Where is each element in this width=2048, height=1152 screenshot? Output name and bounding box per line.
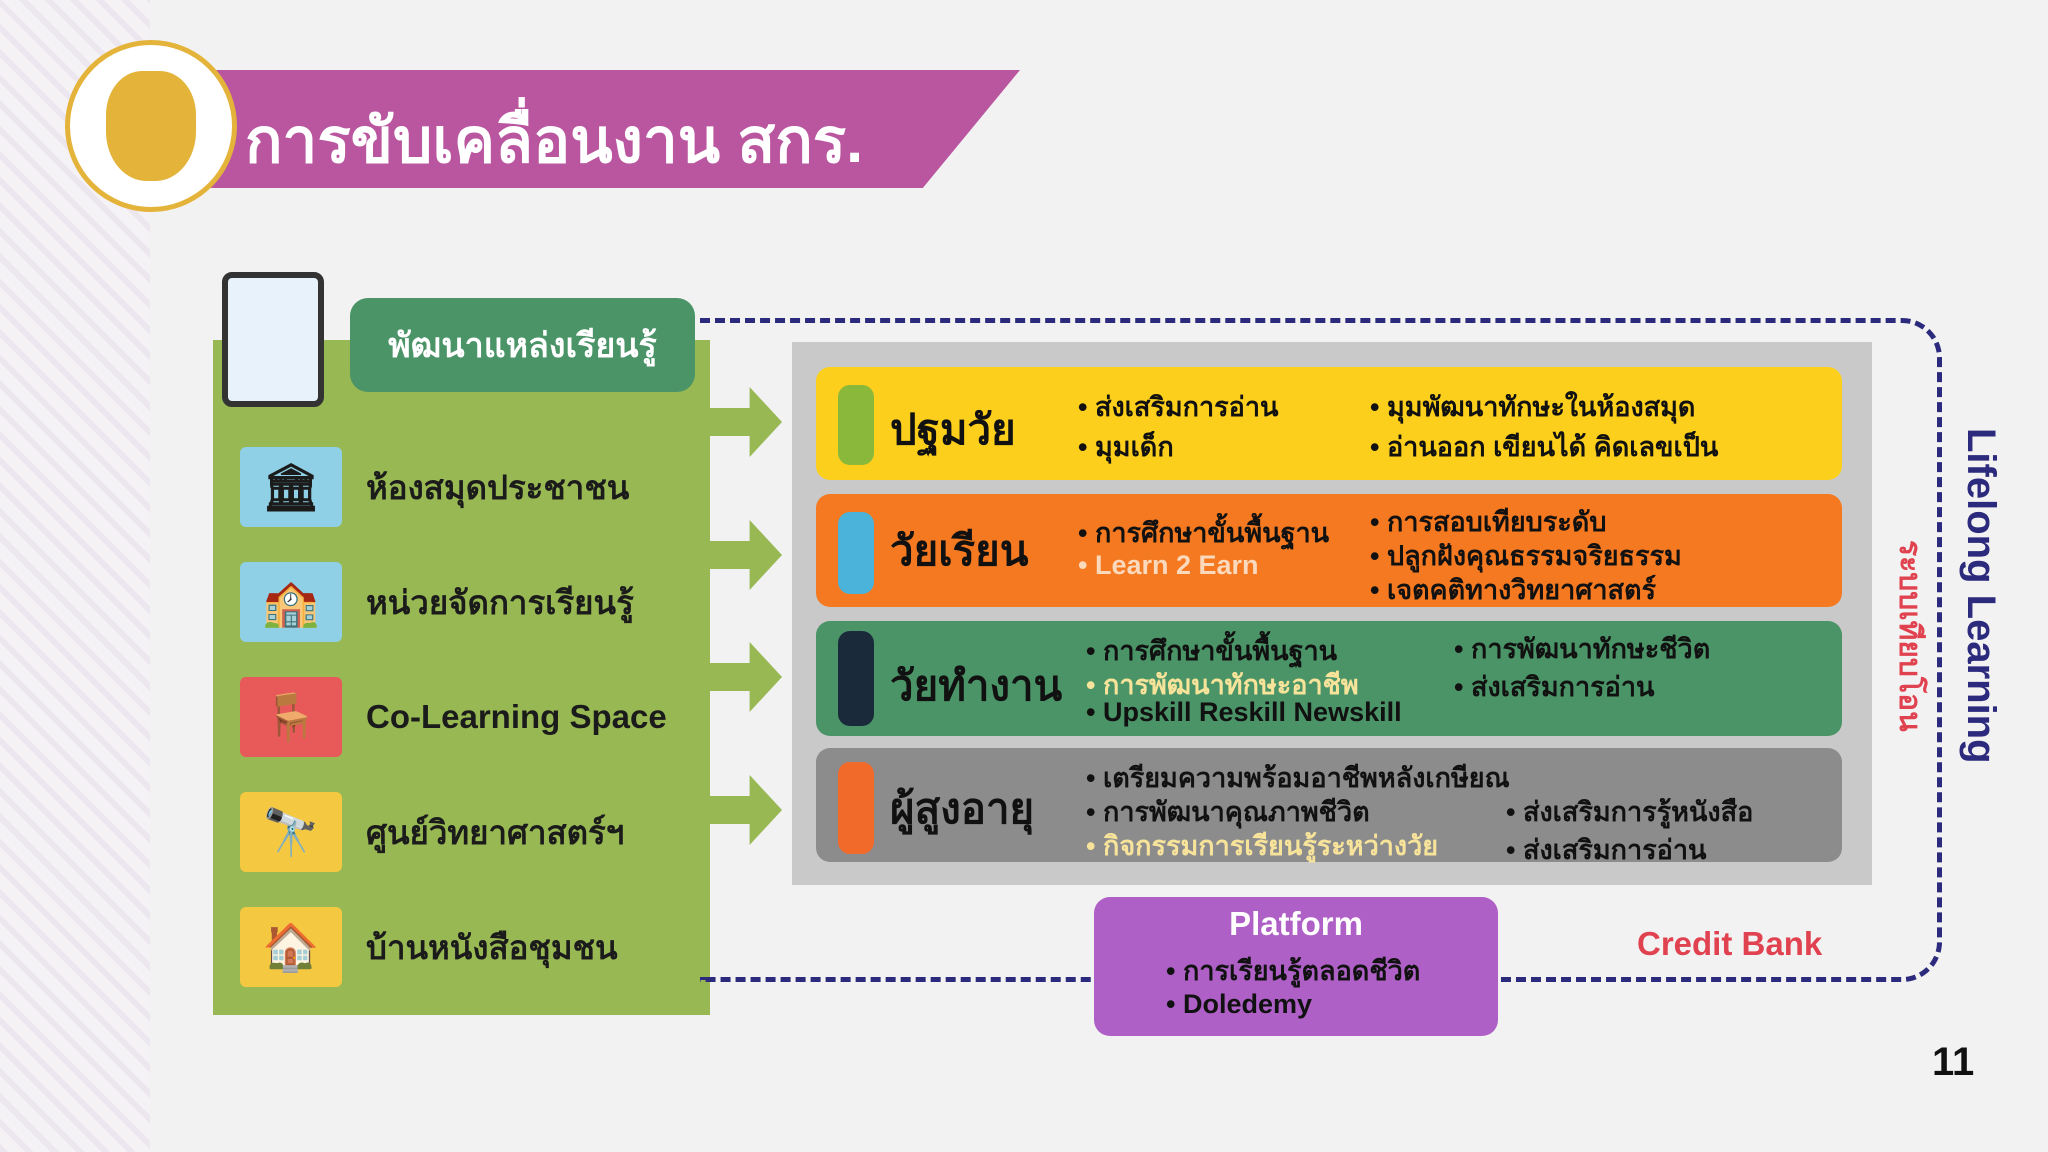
item-label: Co-Learning Space	[366, 698, 667, 735]
bullet: การพัฒนาคุณภาพชีวิต	[1086, 790, 1370, 833]
bullet: ส่งเสริมการอ่าน	[1506, 828, 1707, 871]
bullet-highlight: Learn 2 Earn	[1078, 550, 1259, 581]
page-number: 11	[1932, 1040, 1975, 1084]
workspace-icon: 🪑	[240, 677, 342, 757]
bullet-highlight: กิจกรรมการเรียนรู้ระหว่างวัย	[1086, 824, 1438, 867]
platform-item: การเรียนรู้ตลอดชีวิต	[1166, 949, 1420, 992]
row-label: วัยเรียน	[890, 527, 1029, 574]
learning-source-item: 🪑 Co-Learning Space	[240, 677, 667, 757]
bullet: มุมเด็ก	[1078, 425, 1174, 468]
lifelong-learning-label: Lifelong Learning	[1959, 428, 2003, 764]
bullet: ส่งเสริมการอ่าน	[1454, 665, 1655, 708]
bullet: Upskill Reskill Newskill	[1086, 697, 1402, 728]
learning-source-item: 🏛 ห้องสมุดประชาชน	[240, 447, 629, 527]
row-label: ปฐมวัย	[890, 406, 1016, 453]
bullet: การสอบเทียบระดับ	[1370, 500, 1607, 543]
row-working-age: วัยทำงาน การศึกษาขั้นพื้นฐาน การพัฒนาทัก…	[816, 621, 1842, 736]
emblem-icon	[106, 71, 196, 181]
phone-illustration-icon	[222, 272, 324, 407]
page-title: การขับเคลื่อนงาน สกร.	[245, 107, 864, 176]
learning-source-item: 🔭 ศูนย์วิทยาศาสตร์ฯ	[240, 792, 624, 872]
bullet: เตรียมความพร้อมอาชีพหลังเกษียณ	[1086, 756, 1510, 799]
house-icon: 🏠	[240, 907, 342, 987]
bullet: มุมพัฒนาทักษะในห้องสมุด	[1370, 385, 1696, 428]
item-label: ห้องสมุดประชาชน	[366, 468, 630, 506]
bullet: การศึกษาขั้นพื้นฐาน	[1086, 629, 1337, 672]
platform-item: Doledemy	[1166, 989, 1312, 1020]
title-banner	[210, 70, 1020, 188]
row-early-childhood: ปฐมวัย ส่งเสริมการอ่าน มุมเด็ก มุมพัฒนาท…	[816, 367, 1842, 480]
learning-source-item: 🏫 หน่วยจัดการเรียนรู้	[240, 562, 634, 642]
item-label: หน่วยจัดการเรียนรู้	[366, 583, 634, 621]
bullet: การศึกษาขั้นพื้นฐาน	[1078, 511, 1329, 554]
bullet: การพัฒนาทักษะชีวิต	[1454, 627, 1710, 670]
row-school-age: วัยเรียน การศึกษาขั้นพื้นฐาน Learn 2 Ear…	[816, 494, 1842, 607]
bullet: อ่านออก เขียนได้ คิดเลขเป็น	[1370, 425, 1718, 468]
department-logo	[65, 40, 237, 212]
observatory-icon: 🔭	[240, 792, 342, 872]
bullet: ส่งเสริมการอ่าน	[1078, 385, 1279, 428]
library-building-icon: 🏛	[240, 447, 342, 527]
row-label: ผู้สูงอายุ	[890, 785, 1035, 832]
school-building-icon: 🏫	[240, 562, 342, 642]
credit-bank-label: Credit Bank	[1637, 925, 1823, 962]
learning-sources-heading: พัฒนาแหล่งเรียนรู้	[350, 298, 695, 392]
item-label: ศูนย์วิทยาศาสตร์ฯ	[366, 813, 625, 851]
child-icon	[838, 385, 874, 465]
platform-title: Platform	[1229, 905, 1363, 942]
bullet-highlight: การพัฒนาทักษะอาชีพ	[1086, 663, 1359, 706]
bullet: ปลูกฝังคุณธรรมจริยธรรม	[1370, 534, 1682, 577]
row-label: วัยทำงาน	[890, 662, 1063, 709]
worker-icon	[838, 631, 874, 726]
bullet: เจตคติทางวิทยาศาสตร์	[1370, 568, 1656, 611]
bullet: ส่งเสริมการรู้หนังสือ	[1506, 790, 1753, 833]
transfer-system-label: ระบบเทียบโอน	[1893, 540, 1926, 732]
item-label: บ้านหนังสือชุมชน	[366, 928, 618, 966]
platform-box: Platform การเรียนรู้ตลอดชีวิต Doledemy	[1094, 897, 1498, 1036]
row-elderly: ผู้สูงอายุ เตรียมความพร้อมอาชีพหลังเกษีย…	[816, 748, 1842, 865]
student-icon	[838, 512, 874, 594]
elderly-icon	[838, 762, 874, 854]
learning-source-item: 🏠 บ้านหนังสือชุมชน	[240, 907, 618, 987]
